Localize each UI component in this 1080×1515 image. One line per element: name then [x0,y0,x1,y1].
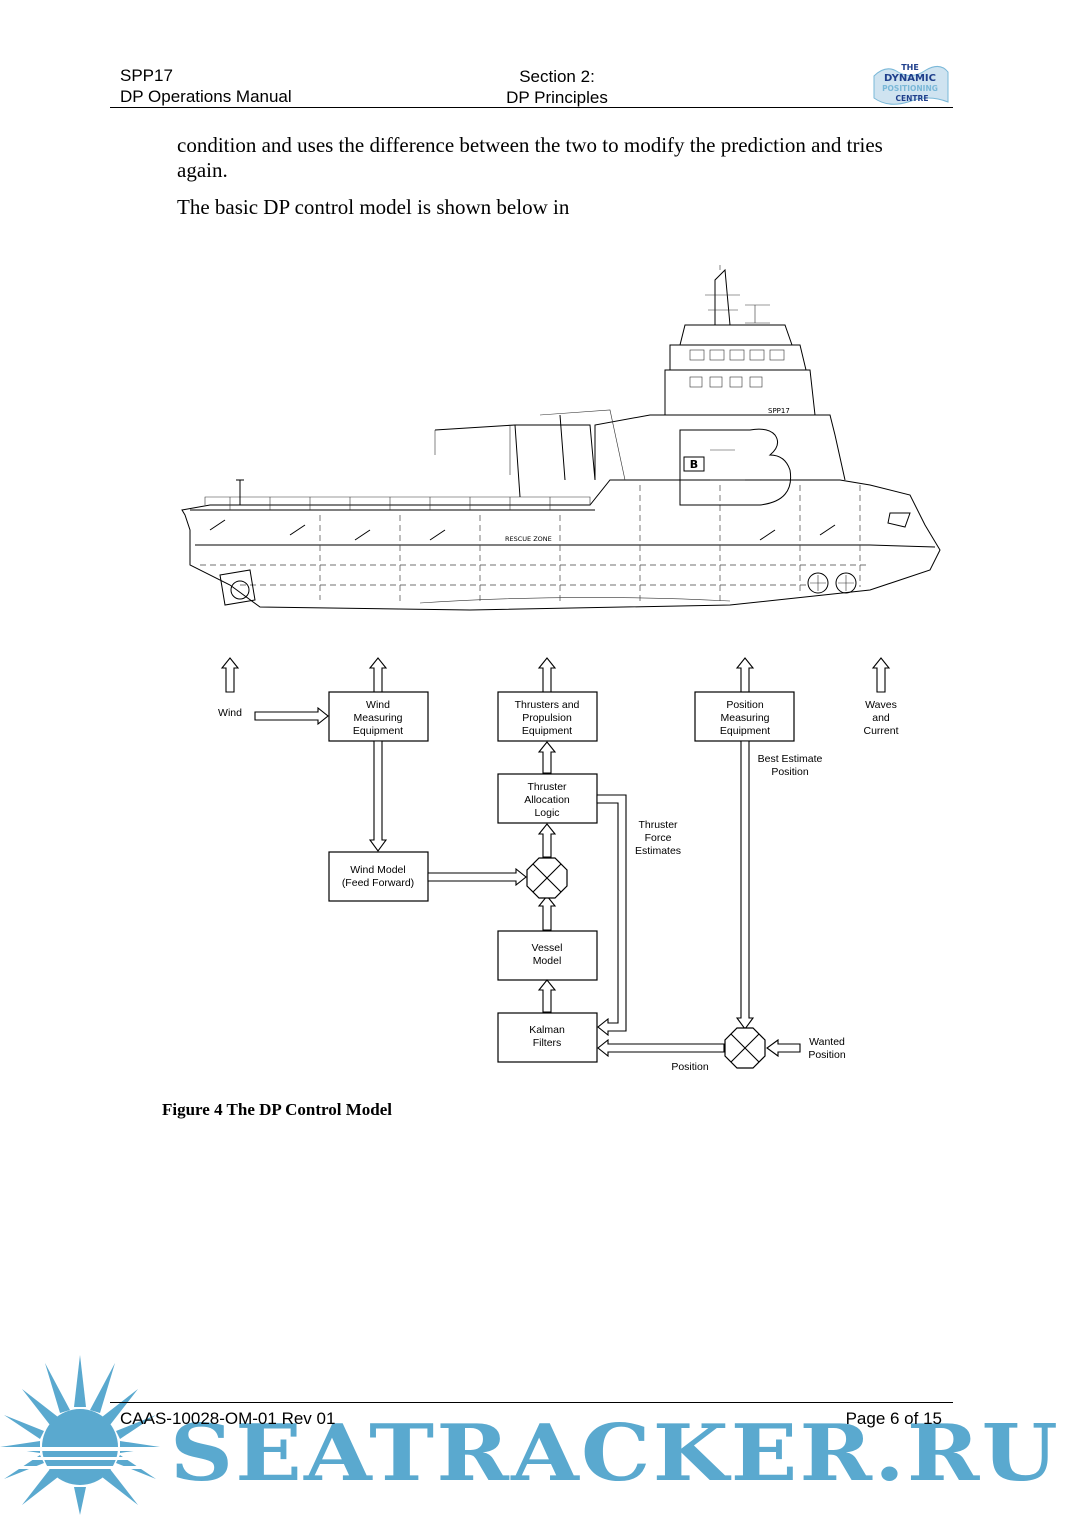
rescue-zone-label: RESCUE ZONE [505,535,552,543]
ship-name-marking: SPP17 [768,407,790,415]
footer-page-number: Page 6 of 15 [845,1409,942,1428]
logo-line-1: THE [901,63,919,72]
body-paragraph-2: The basic DP control model is shown belo… [177,195,570,219]
arrow-vessel-to-sum [537,895,557,931]
up-arrow-thrusters [537,657,557,693]
arrow-wanted-to-sum [766,1038,801,1058]
arrow-alloc-to-thrusters [537,741,557,774]
wind-model-line-2: (Feed Forward) [342,877,414,889]
watermark-text: SEATRACKER.RU [170,1408,1060,1499]
wind-meas-line-1: Wind [366,699,390,711]
waves-line-1: Waves [865,699,897,711]
seatracker-watermark: SEATRACKER.RU [0,1355,1060,1515]
wind-meas-line-3: Equipment [353,725,403,737]
up-arrow-wind [220,657,240,693]
wind-measuring-box [328,691,429,742]
pos-meas-line-3: Equipment [720,725,770,737]
up-arrow-position [735,657,755,693]
thrusters-line-1: Thrusters and [515,699,580,711]
alloc-line-3: Logic [534,807,559,819]
sunburst-icon [0,1355,160,1515]
wind-meas-line-2: Measuring [353,712,402,724]
arrow-windmeas-to-windmodel [368,740,388,852]
waves-line-3: Current [863,725,898,737]
waves-line-2: and [872,712,890,724]
section-number: Section 2: [519,67,595,86]
label-wind: Wind [218,707,242,719]
summing-junction-lower [724,1027,766,1069]
wind-model-box [328,851,429,902]
thrusters-line-3: Equipment [522,725,572,737]
arrow-posmeas-to-sum [735,740,755,1030]
footer-doc-ref: CAAS-10028-OM-01 Rev 01 [120,1409,336,1428]
kalman-filters-box [497,1012,598,1063]
best-estimate-line-2: Position [771,766,809,778]
vessel-model-line-1: Vessel [532,942,563,954]
body-paragraph-1: condition and uses the difference betwee… [177,133,883,182]
logo-line-2: DYNAMIC [884,73,936,84]
ship-profile-drawing: B SPP17 RESCUE ZONE [181,265,941,611]
dp-centre-logo: THE DYNAMIC POSITIONING CENTRE [873,63,949,105]
figure-caption: Figure 4 The DP Control Model [162,1100,392,1119]
header-rule [110,107,953,108]
wanted-pos-line-1: Wanted [809,1036,845,1048]
arrow-wind-to-meas [254,706,329,726]
summing-junction-upper [526,857,568,899]
arrow-windmodel-to-sum [427,867,527,887]
thrusters-propulsion-box [497,691,598,742]
alloc-line-1: Thruster [527,781,567,793]
alloc-line-2: Allocation [524,794,570,806]
force-est-line-3: Estimates [635,845,681,857]
arrow-sum-to-kalman [597,1038,725,1058]
logo-line-3: POSITIONING [882,84,938,93]
vessel-model-line-2: Model [533,955,562,967]
arrow-kalman-to-vessel [537,979,557,1013]
doc-title: DP Operations Manual [120,87,292,106]
dp-control-model-diagram: Wind Wind Measuring Equipment Thrusters … [218,657,899,1073]
best-estimate-line-1: Best Estimate [758,753,823,765]
arrow-sum-to-alloc [537,823,557,858]
position-measuring-box [694,691,795,742]
up-arrow-waves [871,657,891,693]
thruster-allocation-box [497,773,598,824]
pos-meas-line-2: Measuring [720,712,769,724]
doc-code: SPP17 [120,66,173,85]
kalman-line-1: Kalman [529,1024,565,1036]
arrow-force-estimates [596,794,627,1037]
up-arrow-wind-meas [368,657,388,693]
force-est-line-2: Force [645,832,672,844]
wanted-pos-line-2: Position [808,1049,846,1061]
kalman-line-2: Filters [533,1037,562,1049]
hull-letter: B [690,458,698,471]
wind-model-line-1: Wind Model [350,864,405,876]
section-title: DP Principles [506,88,608,107]
pos-meas-line-1: Position [726,699,764,711]
thrusters-line-2: Propulsion [522,712,572,724]
position-label: Position [671,1061,709,1073]
vessel-model-box [497,930,598,981]
force-est-line-1: Thruster [638,819,678,831]
logo-line-4: CENTRE [896,94,929,103]
footer-rule [110,1402,953,1403]
